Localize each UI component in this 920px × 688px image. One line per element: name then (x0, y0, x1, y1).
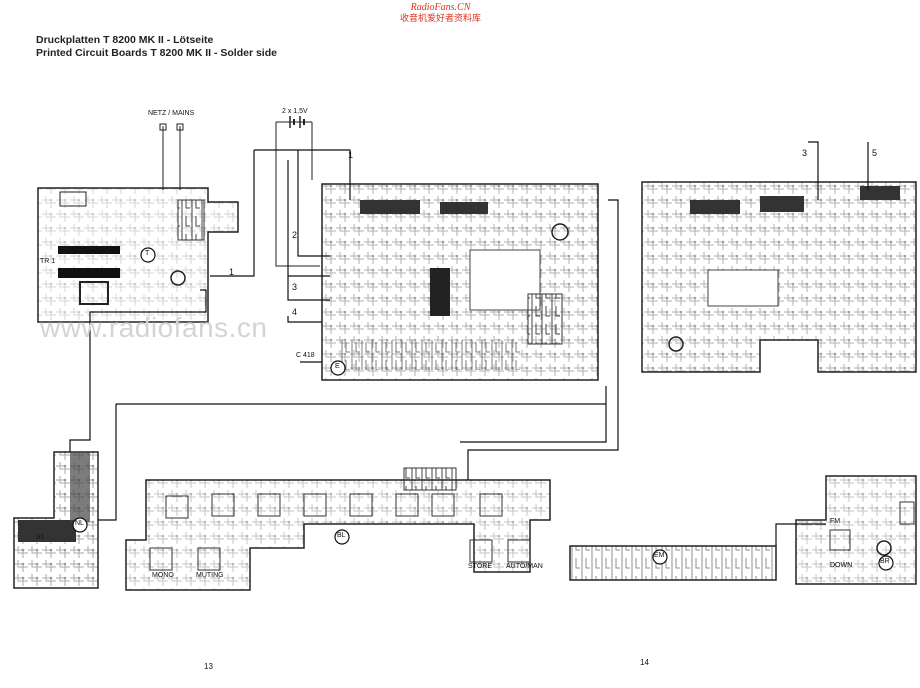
marker-nl-circle (72, 517, 88, 533)
brand-name: RadioFans.CN (410, 2, 471, 13)
marker-e: E (335, 363, 340, 370)
marker-bl: BL (337, 532, 346, 539)
label-fm: FM (830, 518, 841, 525)
title-german: Druckplatten T 8200 MK II - Lötseite (36, 34, 214, 46)
board-e (321, 183, 599, 381)
marker-bl-circle (334, 529, 350, 545)
label-tr1: TR 1 (40, 258, 56, 265)
page-number-left: 13 (204, 662, 213, 671)
title-english: Printed Circuit Boards T 8200 MK II - So… (36, 47, 277, 59)
brand-watermark: RadioFans.CN 收音机爱好者资料库 (400, 2, 481, 24)
wiring (69, 141, 869, 546)
board-bl (125, 467, 551, 591)
page-number-right: 14 (640, 658, 649, 667)
wire-number-3-left: 3 (292, 282, 298, 292)
label-s1: S1 (36, 534, 45, 541)
label-c418: C 418 (296, 352, 315, 359)
page-title: Druckplatten T 8200 MK II - Lötseite Pri… (36, 34, 277, 60)
label-muting: MUTING (196, 572, 224, 579)
board-br (795, 475, 917, 585)
wire-number-4: 4 (292, 307, 298, 317)
marker-e-circle (330, 360, 346, 376)
label-store: STORE (468, 563, 492, 570)
label-down: DOWN (830, 562, 853, 569)
marker-t: T (145, 250, 150, 257)
board-nl (13, 451, 99, 589)
marker-em-circle (652, 549, 668, 565)
watermark-text: www.radiofans.cn (40, 312, 268, 343)
wire-number-1-left: 1 (229, 267, 235, 277)
wire-number-5: 5 (872, 148, 878, 158)
label-battery: 2 x 1,5V (282, 108, 308, 115)
marker-br: BR (880, 558, 890, 565)
board-em (569, 545, 777, 581)
brand-subtitle: 收音机爱好者资料库 (400, 13, 482, 23)
board-t (37, 187, 239, 323)
wire-number-2: 2 (292, 230, 298, 240)
marker-br-circle (878, 555, 894, 571)
label-automan: AUTO/MAN (506, 563, 543, 570)
marker-em: EM (654, 552, 665, 559)
marker-nl: NL (75, 520, 84, 527)
wire-number-3-right: 3 (802, 148, 808, 158)
wire-number-1-top: 1 (348, 150, 354, 160)
label-mono: MONO (152, 572, 174, 579)
board-right (641, 181, 917, 373)
marker-t-circle (140, 247, 156, 263)
label-netz-mains: NETZ / MAINS (148, 110, 195, 117)
